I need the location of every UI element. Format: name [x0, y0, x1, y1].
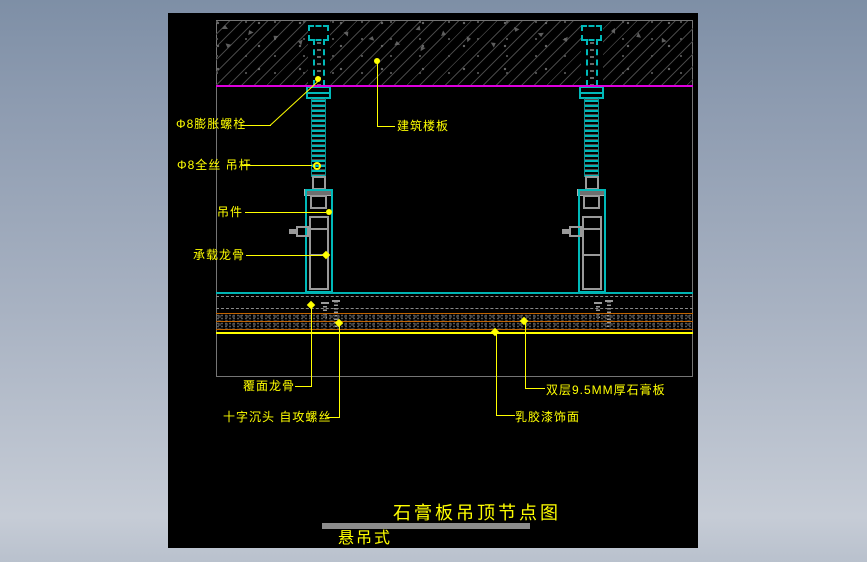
leader-latex-paint — [496, 415, 515, 416]
hatch-aggregate-triangle — [415, 25, 423, 33]
keel-connector — [569, 226, 582, 237]
hatch-aggregate-triangle — [490, 40, 498, 48]
leader-hanger — [245, 212, 326, 213]
label-carrier-keel: 承载龙骨 — [193, 248, 246, 262]
leader-expansion-bolt — [241, 125, 271, 126]
carrier-keel-section — [582, 216, 602, 290]
hatch-aggregate-triangle — [271, 33, 279, 41]
label-screw: 十字沉头 自攻螺丝 — [223, 410, 332, 424]
adjust-nut-lower — [583, 195, 600, 209]
facing-keel-top-line — [216, 292, 693, 294]
threaded-hanger-rod — [311, 98, 326, 177]
facing-keel-dashed-line — [216, 308, 693, 309]
leader-building-slab — [377, 126, 395, 127]
paint-finish-line — [216, 332, 693, 334]
label-hanger: 吊件 — [217, 205, 244, 219]
gypsum-board-edge — [216, 313, 693, 314]
gypsum-board-edge — [216, 329, 693, 330]
hatch-aggregate-triangle — [537, 32, 545, 38]
detail-frame — [216, 20, 693, 377]
leader-facing-keel — [295, 386, 312, 387]
marker-hanger — [326, 209, 332, 215]
hatch-aggregate-triangle — [466, 35, 472, 43]
hatch-aggregate-triangle — [222, 25, 228, 29]
label-gypsum-board: 双层9.5MM厚石膏板 — [546, 383, 666, 397]
leader-carrier-keel — [246, 255, 322, 256]
leader-gypsum-board — [525, 388, 545, 389]
leader-screw — [327, 417, 340, 418]
marker-hanger-rod — [313, 162, 321, 170]
hatch-aggregate-triangle — [441, 30, 447, 38]
drawing-subtitle: 悬吊式 — [338, 530, 393, 547]
marker-expansion-bolt — [315, 76, 321, 82]
leader-hanger-rod — [242, 165, 312, 166]
leader-screw — [339, 323, 340, 418]
expansion-bolt-body — [586, 39, 598, 86]
label-expansion-bolt: Φ8膨胀螺栓 — [176, 117, 247, 131]
title-underline-bar — [322, 523, 530, 529]
adjust-nut-lower — [310, 195, 327, 209]
keel-connector — [296, 226, 309, 237]
gypsum-board-layer-2 — [216, 322, 693, 329]
self-tapping-screw — [594, 302, 602, 318]
marker-building-slab — [374, 58, 380, 64]
self-tapping-screw — [321, 302, 329, 318]
facing-keel-dashed-line — [216, 296, 693, 297]
adjust-nut-upper — [585, 176, 599, 190]
hatch-aggregate-triangle — [418, 44, 426, 52]
hatch-aggregate-triangle — [659, 37, 667, 45]
concrete-slab-hatch — [216, 21, 693, 85]
threaded-hanger-rod — [584, 98, 599, 177]
hatch-aggregate-triangle — [246, 28, 254, 36]
expansion-bolt-body — [313, 39, 325, 86]
hatch-aggregate-triangle — [224, 43, 232, 49]
leader-latex-paint — [496, 332, 497, 416]
drawing-title: 石膏板吊顶节点图 — [393, 503, 561, 523]
adjust-nut-upper — [312, 176, 326, 190]
gypsum-board-edge — [216, 321, 693, 322]
hatch-aggregate-triangle — [393, 40, 401, 46]
label-facing-keel: 覆面龙骨 — [243, 379, 296, 393]
hanger-assembly-right — [562, 21, 620, 331]
label-latex-paint: 乳胶漆饰面 — [515, 410, 581, 424]
cad-drawing-viewport[interactable]: Φ8膨胀螺栓 Φ8全丝 吊杆 建筑楼板 吊件 承载龙骨 覆面龙骨 十字沉头 自攻… — [168, 13, 698, 548]
slab-bottom-line — [216, 85, 693, 87]
hatch-aggregate-triangle — [368, 35, 376, 41]
leader-facing-keel — [311, 305, 312, 387]
leader-gypsum-board — [525, 321, 526, 389]
hatch-aggregate-triangle — [634, 32, 642, 40]
keel-connector-stub — [289, 229, 296, 234]
keel-connector-stub — [562, 229, 569, 234]
gypsum-board-layer-1 — [216, 314, 693, 321]
hatch-aggregate-triangle — [512, 27, 520, 33]
label-building-slab: 建筑楼板 — [397, 119, 450, 133]
hanger-assembly-left — [289, 21, 347, 331]
leader-building-slab — [377, 61, 378, 127]
label-hanger-rod: Φ8全丝 吊杆 — [177, 158, 252, 172]
